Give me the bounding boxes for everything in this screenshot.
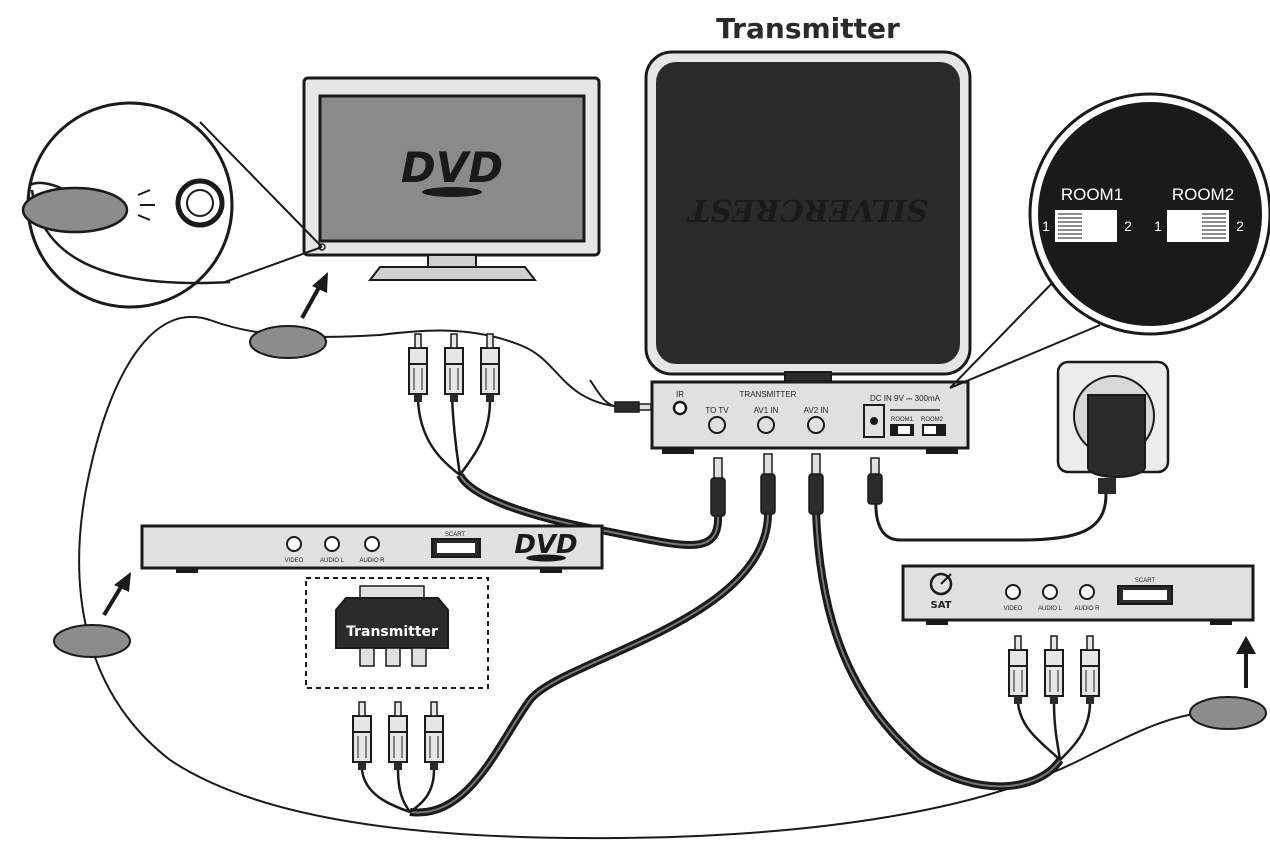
room-switch-callout: ROOM1 1 2 ROOM2 1 2 — [949, 92, 1270, 389]
sat-audio-l-port — [1042, 584, 1058, 600]
dvd-player: VIDEO AUDIO L AUDIO R SCART DVD — [140, 524, 604, 573]
dvd-audio-l-port — [324, 536, 340, 552]
av1-in-cable — [409, 511, 773, 817]
dvd-ir-eye — [53, 572, 131, 658]
transmitter-brand-logo: SILVERCREST — [685, 192, 928, 227]
sat-audio-r-port — [1079, 584, 1095, 600]
tv-dvd-disc-icon — [422, 187, 482, 197]
tv-dvd-logo: DVD — [401, 143, 503, 192]
dvd-scart-label: SCART — [445, 532, 466, 538]
av2-in-port — [807, 416, 825, 434]
ir-port — [672, 400, 688, 416]
callout-room2-pos1: 1 — [1154, 218, 1162, 234]
sat-rca-plugs — [1008, 635, 1100, 761]
dvd-audio-r-label: AUDIO R — [359, 558, 385, 564]
av2-in-label: AV2 IN — [804, 406, 829, 415]
scart-adapter-label: Transmitter — [346, 624, 438, 640]
tv-screen — [318, 94, 586, 243]
television: DVD — [302, 76, 601, 281]
av1-in-label: AV1 IN — [754, 406, 779, 415]
tv-ir-sensor-callout — [21, 101, 323, 309]
to-tv-label: TO TV — [705, 406, 729, 415]
sat-ir-eye — [1189, 636, 1267, 730]
dvd-video-port — [286, 536, 302, 552]
dvd-disc-icon — [526, 554, 566, 562]
diagram-title: Transmitter — [716, 12, 900, 45]
av2-in-plug — [808, 453, 824, 515]
callout-room2-pos2: 2 — [1236, 218, 1244, 234]
room1-switch-label: ROOM1 — [891, 417, 914, 423]
satellite-dish-icon — [929, 572, 953, 596]
power-adapter — [1087, 394, 1146, 478]
arrow-up-icon — [312, 272, 328, 293]
room2-switch-label: ROOM2 — [921, 417, 944, 423]
dvd-audio-r-port — [364, 536, 380, 552]
to-tv-port — [708, 416, 726, 434]
power-cable — [874, 493, 1108, 542]
ir-eye-icon — [21, 186, 129, 234]
transmitter-box: SILVERCREST ® — [644, 50, 972, 387]
ir-cable-plug — [589, 379, 652, 413]
sat-receiver: SAT VIDEO AUDIO L AUDIO R SCART — [901, 564, 1255, 625]
sat-video-port — [1005, 584, 1021, 600]
to-tv-plug — [710, 457, 726, 517]
transmitter-rear-panel: TRANSMITTER IR TO TV AV1 IN AV2 IN DC IN… — [650, 380, 970, 454]
arrow-up-icon — [114, 572, 131, 592]
dc-in-label: DC IN 9V ⎓ 300mA — [870, 394, 941, 403]
sat-video-label: VIDEO — [1004, 606, 1023, 612]
sat-scart-label: SCART — [1135, 578, 1156, 584]
ir-extender-cable — [78, 316, 1211, 840]
tv-ir-eye — [249, 272, 328, 359]
callout-room2-label: ROOM2 — [1172, 185, 1234, 204]
callout-room1-pos1: 1 — [1042, 218, 1050, 234]
callout-room1-pos2: 2 — [1124, 218, 1132, 234]
av1-in-plug — [760, 453, 776, 515]
av2-in-cable — [812, 511, 1064, 791]
panel-header-label: TRANSMITTER — [740, 390, 797, 399]
brand-registered-mark: ® — [690, 206, 700, 217]
transmitter-plugs — [710, 453, 824, 517]
dvd-video-label: VIDEO — [285, 558, 304, 564]
sat-audio-r-label: AUDIO R — [1074, 606, 1100, 612]
dvd-audio-l-label: AUDIO L — [320, 558, 345, 564]
wall-outlet — [867, 360, 1170, 542]
sat-logo: SAT — [931, 600, 952, 611]
ir-port-label: IR — [676, 390, 684, 399]
sat-audio-l-label: AUDIO L — [1038, 606, 1063, 612]
tv-stand — [367, 266, 538, 281]
av1-in-port — [757, 416, 775, 434]
scart-adapter: Transmitter — [305, 577, 489, 689]
tv-rca-plugs — [408, 333, 500, 476]
dvd-rca-plugs — [352, 701, 444, 814]
callout-room1-label: ROOM1 — [1061, 185, 1123, 204]
arrow-up-icon — [1236, 636, 1256, 654]
